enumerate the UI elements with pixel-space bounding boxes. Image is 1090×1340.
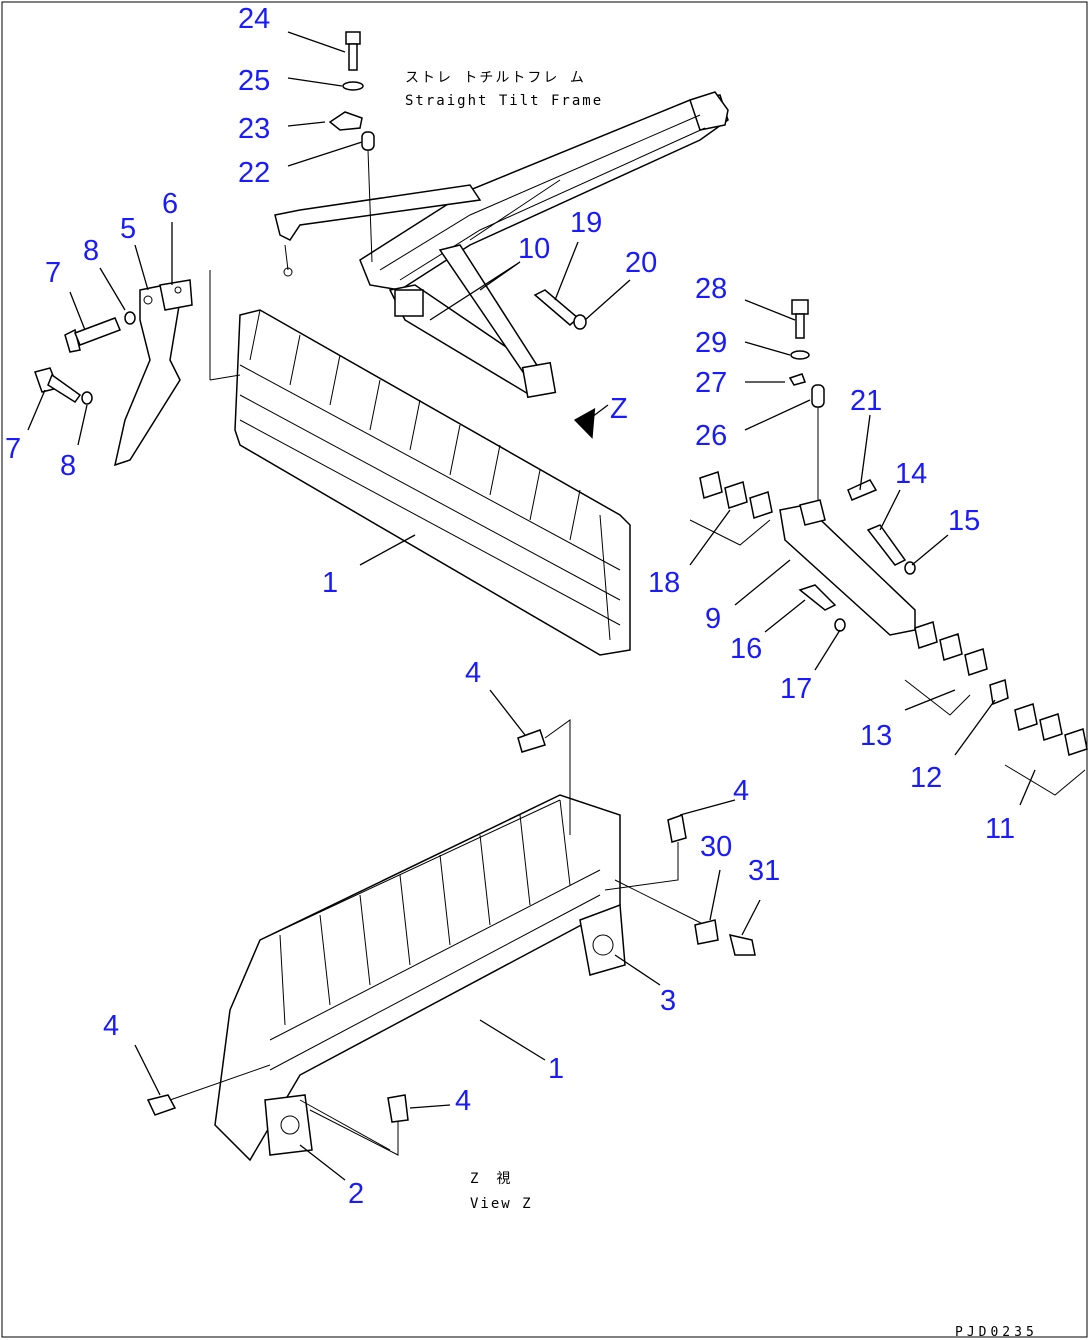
bolt-19-20 — [533, 289, 587, 330]
callout-8-bottom: 8 — [60, 450, 76, 482]
callout-14: 14 — [895, 458, 927, 490]
callout-4-top: 4 — [465, 657, 481, 689]
shims — [689, 471, 1088, 796]
callout-3: 3 — [660, 985, 676, 1017]
callout-29: 29 — [695, 327, 727, 359]
callout-9: 9 — [705, 603, 721, 635]
callout-31: 31 — [748, 855, 780, 887]
blade-lower — [214, 794, 716, 1162]
callout-21: 21 — [850, 385, 882, 417]
callout-7-bottom: 7 — [5, 433, 21, 465]
brace-assembly — [779, 299, 916, 636]
callout-4-bottom: 4 — [455, 1085, 471, 1117]
view-caption-jp: Z 視 — [470, 1171, 512, 1187]
z-marker: Z — [610, 393, 628, 425]
frame-caption-en: Straight Tilt Frame — [405, 93, 603, 109]
callout-4-left: 4 — [103, 1010, 119, 1042]
callout-1-top: 1 — [322, 567, 338, 599]
callout-18: 18 — [648, 567, 680, 599]
callout-25: 25 — [238, 65, 270, 97]
pin-bolts — [34, 311, 136, 405]
callout-26: 26 — [695, 420, 727, 452]
callout-4-right: 4 — [733, 775, 749, 807]
view-z-arrow — [573, 404, 609, 439]
callout-2: 2 — [348, 1178, 364, 1210]
callout-19: 19 — [570, 207, 602, 239]
leader-lines — [27, 31, 1036, 1181]
callout-24: 24 — [238, 3, 270, 35]
callout-30: 30 — [700, 831, 732, 863]
callout-7-top: 7 — [45, 257, 61, 289]
callout-5: 5 — [120, 213, 136, 245]
callout-20: 20 — [625, 247, 657, 279]
callout-15: 15 — [948, 505, 980, 537]
callout-11: 11 — [985, 813, 1015, 845]
callout-8-top: 8 — [83, 235, 99, 267]
view-caption-en: View Z — [470, 1196, 533, 1212]
callout-12: 12 — [910, 762, 942, 794]
top-bolt-group — [328, 31, 375, 263]
callout-6: 6 — [162, 188, 178, 220]
straight-tilt-frame — [274, 91, 729, 399]
callout-27: 27 — [695, 367, 727, 399]
callout-1-bottom: 1 — [548, 1053, 564, 1085]
blade-arm — [113, 279, 193, 467]
callout-10: 10 — [518, 233, 550, 265]
drawing-code: PJD0235 — [955, 1325, 1038, 1340]
callout-22: 22 — [238, 157, 270, 189]
blade-upper — [209, 270, 631, 656]
callout-23: 23 — [238, 113, 270, 145]
callout-28: 28 — [695, 273, 727, 305]
callout-13: 13 — [860, 720, 892, 752]
callout-17: 17 — [780, 673, 812, 705]
frame-caption-jp: ストレ トチルトフレ ム — [405, 70, 586, 86]
sensors — [146, 719, 756, 1156]
callout-16: 16 — [730, 633, 762, 665]
